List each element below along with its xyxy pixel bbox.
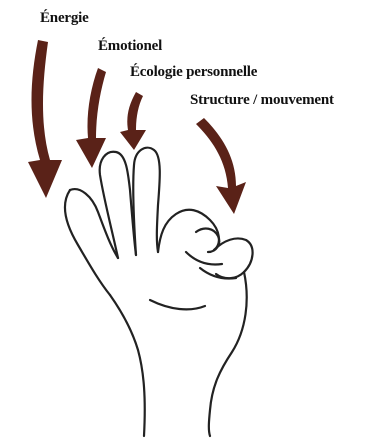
- hand-palm-left-edge: [110, 295, 145, 436]
- hand-middle-finger-outline: [133, 148, 160, 255]
- hand-palm-crease: [150, 300, 205, 309]
- structure-arrow: [196, 118, 246, 214]
- label-emotional: Émotionel: [98, 38, 162, 55]
- hand-palm-right-edge: [209, 272, 247, 436]
- emotional-arrow: [76, 68, 106, 168]
- hand-index-finger-outline: [100, 152, 136, 258]
- hand-knuckle-line-2: [200, 268, 236, 279]
- hand-thumb-outline: [65, 190, 110, 295]
- hand-ring-finger-outline: [158, 210, 219, 252]
- ecology-arrow: [120, 92, 146, 150]
- energy-arrow: [28, 40, 62, 198]
- label-structure: Structure / mouvement: [190, 92, 334, 109]
- label-energy: Énergie: [40, 10, 89, 27]
- label-ecology: Écologie personnelle: [130, 64, 257, 81]
- hand-knuckle-line: [186, 252, 222, 265]
- hand-fingertip-circle: [196, 229, 219, 252]
